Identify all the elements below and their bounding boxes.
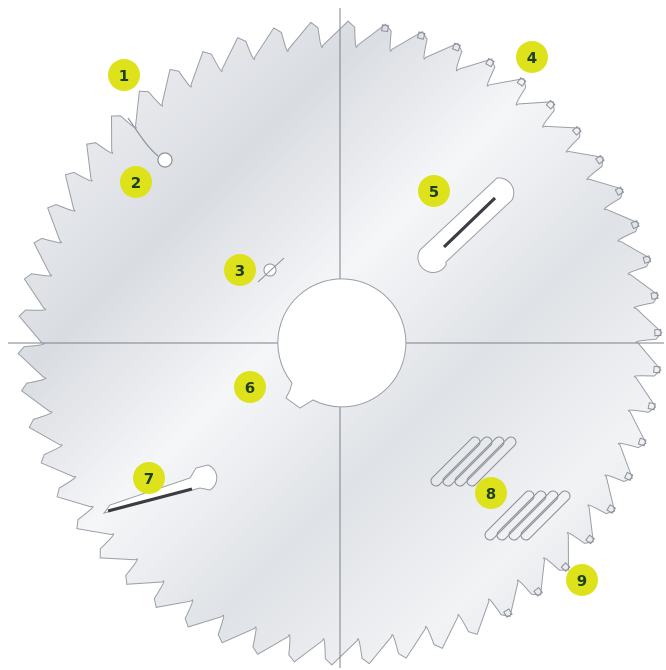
marker-4-label: 4 [527, 49, 537, 67]
marker-5-label: 5 [429, 183, 439, 201]
marker-9-label: 9 [577, 572, 587, 590]
arbor-hole [278, 279, 406, 408]
marker-2-label: 2 [131, 174, 141, 192]
marker-8-label: 8 [486, 485, 496, 503]
marker-7-label: 7 [144, 470, 154, 488]
marker-3-label: 3 [235, 262, 245, 280]
marker-1-label: 1 [119, 67, 129, 85]
marker-6-label: 6 [245, 379, 255, 397]
